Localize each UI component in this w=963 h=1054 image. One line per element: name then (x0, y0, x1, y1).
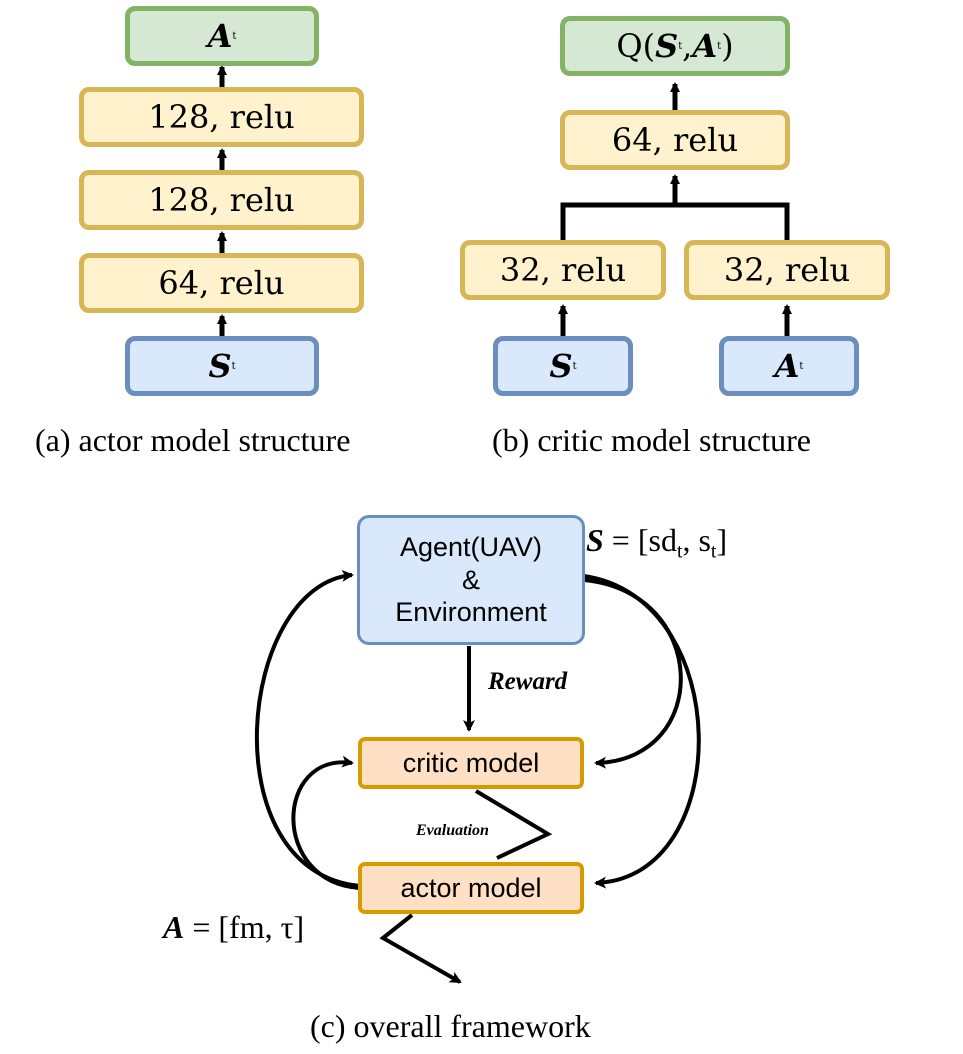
critic-branch-left-label: 32, relu (499, 251, 627, 289)
action-eq-rest: = [fm, τ] (184, 909, 305, 945)
state-to-critic-arrow (583, 578, 683, 769)
critic-caption: (b) critic model structure (492, 422, 811, 458)
state-eq-sub2: t (710, 540, 717, 563)
state-eq-var: S (586, 522, 604, 558)
critic-input-left-sub: t (572, 360, 577, 372)
actor-output-var: A (207, 17, 233, 55)
critic-q-var2: A (692, 27, 718, 65)
critic-q-prefix: Q( (616, 27, 656, 65)
state-eq-end: ] (716, 522, 728, 558)
actor-layer-1: 128, relu (79, 87, 364, 147)
action-equation: A = [fm, τ] (163, 909, 304, 946)
agent-line-3: Environment (395, 597, 547, 628)
actor-model-label: actor model (400, 872, 542, 903)
state-eq-eq: = [sd (603, 522, 677, 558)
actor-caption: (a) actor model structure (35, 422, 351, 458)
actor-to-critic-arrow (291, 755, 361, 890)
critic-branch-right: 32, relu (684, 240, 890, 300)
actor-layer-3: 64, relu (79, 253, 364, 313)
critic-merge-layer: 64, relu (560, 110, 790, 170)
actor-layer-2: 128, relu (79, 170, 364, 230)
critic-q-sep: , (682, 27, 693, 65)
framework-caption: (c) overall framework (310, 1008, 591, 1044)
actor-layer-1-label: 128, relu (148, 98, 295, 136)
actor-model-box: actor model (358, 862, 584, 914)
actor-layer-2-label: 128, relu (148, 181, 295, 219)
action-output-arrow (379, 913, 462, 984)
action-eq-var: A (163, 909, 185, 945)
actor-input-var: S (208, 347, 232, 385)
actor-layer-3-label: 64, relu (158, 264, 285, 302)
critic-merge-line (560, 202, 790, 240)
agent-line-1: Agent(UAV) (399, 531, 543, 562)
actor-to-agent-arrow (255, 569, 361, 888)
critic-q-sub1: t (678, 40, 683, 52)
state-to-actor-arrow (583, 574, 701, 889)
critic-branch-left: 32, relu (460, 240, 666, 300)
agent-line-2: & (461, 564, 480, 595)
critic-input-left-var: S (549, 347, 573, 385)
critic-branch-right-label: 32, relu (723, 251, 851, 289)
actor-output-sub: t (232, 30, 237, 42)
state-eq-sub1: t (676, 540, 683, 563)
critic-model-label: critic model (402, 747, 540, 778)
critic-q-suffix: ) (721, 27, 734, 65)
reward-label: Reward (488, 668, 568, 695)
agent-environment-box: Agent(UAV) & Environment (357, 515, 585, 645)
evaluation-zigzag (474, 789, 553, 860)
state-eq-mid: , s (682, 522, 711, 558)
critic-q-sub2: t (717, 40, 722, 52)
evaluation-label: Evaluation (416, 822, 489, 839)
critic-q-var1: S (655, 27, 679, 65)
critic-model-box: critic model (358, 737, 584, 789)
critic-input-right-var: A (774, 347, 800, 385)
state-equation: S = [sdt, st] (586, 522, 727, 563)
critic-merge-label: 64, relu (611, 121, 739, 159)
critic-input-right-sub: t (799, 360, 804, 372)
actor-input-sub: t (231, 360, 236, 372)
